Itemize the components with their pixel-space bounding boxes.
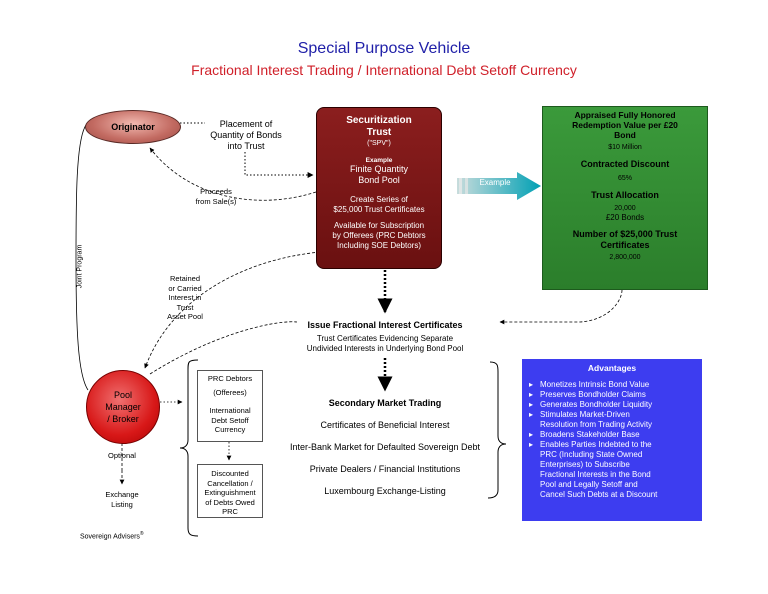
discounted-cancellation-box: Discounted Cancellation / Extinguishment… xyxy=(197,464,263,518)
list-item: Monetizes Intrinsic Bond Value xyxy=(522,380,702,390)
originator-label: Originator xyxy=(111,122,155,132)
discount-value: 65% xyxy=(617,175,632,182)
advantages-title: Advantages xyxy=(587,363,637,373)
secondary-item: Certificates of Beneficial Interest xyxy=(320,420,450,430)
list-item: Preserves Bondholder Claims xyxy=(522,390,702,400)
number-label-2: Certificates xyxy=(600,240,650,250)
advantages-box: Advantages Monetizes Intrinsic Bond Valu… xyxy=(522,359,702,521)
allocation-value-1: 20,000 xyxy=(614,205,636,212)
advantages-list: Monetizes Intrinsic Bond Value Preserves… xyxy=(522,380,702,500)
secondary-item: Inter-Bank Market for Defaulted Sovereig… xyxy=(289,442,481,452)
joint-program-label: Joint Program xyxy=(76,244,84,289)
list-item: Broadens Stakeholder Base xyxy=(522,430,702,440)
secondary-item: Private Dealers / Financial Institutions xyxy=(309,464,461,474)
appraised-1: Appraised Fully Honored xyxy=(574,110,676,120)
number-value: 2,800,000 xyxy=(609,254,641,261)
footer-brand: Sovereign Advisers® xyxy=(80,531,144,541)
appraised-value: $10 Million xyxy=(608,144,642,151)
originator-node: Originator xyxy=(85,110,181,144)
retained-label: Retained or Carried Interest in Trust As… xyxy=(167,274,203,321)
issue-line-2: Undivided Interests in Underlying Bond P… xyxy=(306,344,464,353)
proceeds-label: Proceeds from Sale(s) xyxy=(195,187,237,206)
optional-label: Optional xyxy=(108,451,136,460)
prc-debtors-box: PRC Debtors (Offerees) International Deb… xyxy=(197,370,263,442)
example-arrow-label: Example xyxy=(479,178,511,187)
appraised-3: Bond xyxy=(614,130,636,140)
issue-title: Issue Fractional Interest Certificates xyxy=(307,320,463,330)
trust-finite-2: Bond Pool xyxy=(358,175,400,185)
allocation-label: Trust Allocation xyxy=(591,190,659,200)
appraised-2: Redemption Value per £20 xyxy=(572,120,678,130)
trust-create-2: $25,000 Trust Certificates xyxy=(333,205,425,214)
trust-avail-3: Including SOE Debtors) xyxy=(336,241,422,250)
placement-label: Placement of Quantity of Bonds into Trus… xyxy=(210,119,282,151)
securitization-trust-box: Securitization Trust ("SPV") Example Fin… xyxy=(316,107,442,269)
secondary-title: Secondary Market Trading xyxy=(328,398,442,408)
discount-label: Contracted Discount xyxy=(580,159,670,169)
trust-create-1: Create Series of xyxy=(350,195,408,204)
example-arrow-icon xyxy=(457,172,541,200)
page-title: Special Purpose Vehicle xyxy=(297,40,471,57)
trust-avail-1: Available for Subscription xyxy=(333,221,425,230)
issue-section: Issue Fractional Interest Certificates T… xyxy=(280,320,490,354)
list-item: Generates Bondholder Liquidity xyxy=(522,400,702,410)
trust-spv: ("SPV") xyxy=(367,140,391,147)
exchange-listing-label: Exchange Listing xyxy=(105,490,139,509)
trust-avail-2: by Offerees (PRC Debtors xyxy=(332,231,426,240)
bond-valuation-box: Appraised Fully Honored Redemption Value… xyxy=(542,106,708,290)
secondary-item: Luxembourg Exchange-Listing xyxy=(324,486,446,496)
allocation-value-2: £20 Bonds xyxy=(605,213,645,222)
secondary-market-section: Secondary Market Trading Certificates of… xyxy=(275,398,495,497)
page-subtitle: Fractional Interest Trading / Internatio… xyxy=(191,62,577,78)
trust-title-2: Trust xyxy=(366,127,392,138)
trust-example: Example xyxy=(365,157,393,164)
trust-finite-1: Finite Quantity xyxy=(349,164,409,174)
trust-title-1: Securitization xyxy=(346,115,412,126)
pool-manager-node: Pool Manager / Broker xyxy=(86,370,160,444)
number-label-1: Number of $25,000 Trust xyxy=(572,229,678,239)
list-item: Enables Parties Indebted to the PRC (Inc… xyxy=(522,440,702,500)
issue-line-1: Trust Certificates Evidencing Separate xyxy=(316,334,454,343)
